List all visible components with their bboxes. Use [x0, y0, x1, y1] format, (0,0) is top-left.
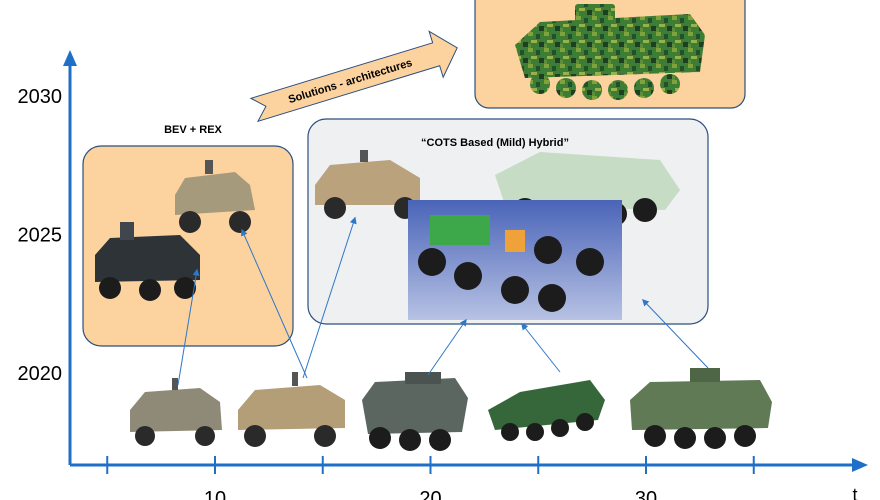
arrow-piranha-to-hybrid: [642, 298, 709, 369]
hybrid-title: “COTS Based (Mild) Hybrid”: [421, 137, 569, 149]
hybrid-drivetrain-image: [408, 200, 622, 320]
x-axis-end-label: t: [852, 485, 857, 500]
bev-rex-armored-image: [95, 222, 200, 301]
y-tick-label-2030: 2030: [18, 86, 63, 108]
x-tick-label-20: 20: [419, 488, 441, 500]
jeep-2020-image: [130, 378, 222, 446]
arrow-mrap-to-bev: [241, 228, 308, 379]
connector-arrows: [177, 216, 709, 386]
y-tick-label-2025: 2025: [18, 225, 63, 247]
solutions-arrow: Solutions - architectures: [249, 30, 458, 123]
mrap-2020-image: [238, 372, 345, 447]
x-tick-label-30: 30: [635, 488, 657, 500]
arrow-jeep-to-bev: [177, 268, 200, 386]
y-tick-label-2020: 2020: [18, 363, 63, 385]
future-apc-image: [515, 4, 705, 100]
green-apc-2020-image: [488, 380, 605, 441]
arrow-greenapc-to-hybrid: [521, 322, 561, 373]
piranha-apc-2020-image: [630, 368, 772, 449]
x-tick-label-10: 10: [204, 488, 226, 500]
bev-rex-title: BEV + REX: [164, 124, 222, 136]
grey-apc-2020-image: [362, 372, 468, 451]
x-axis-arrowhead: [852, 458, 868, 472]
bev-rex-jeep-image: [175, 160, 255, 233]
y-axis-arrowhead: [63, 50, 77, 66]
arrow-greyapc-to-hybrid: [427, 318, 467, 376]
arrow-mrap-to-hybrid: [302, 216, 357, 379]
